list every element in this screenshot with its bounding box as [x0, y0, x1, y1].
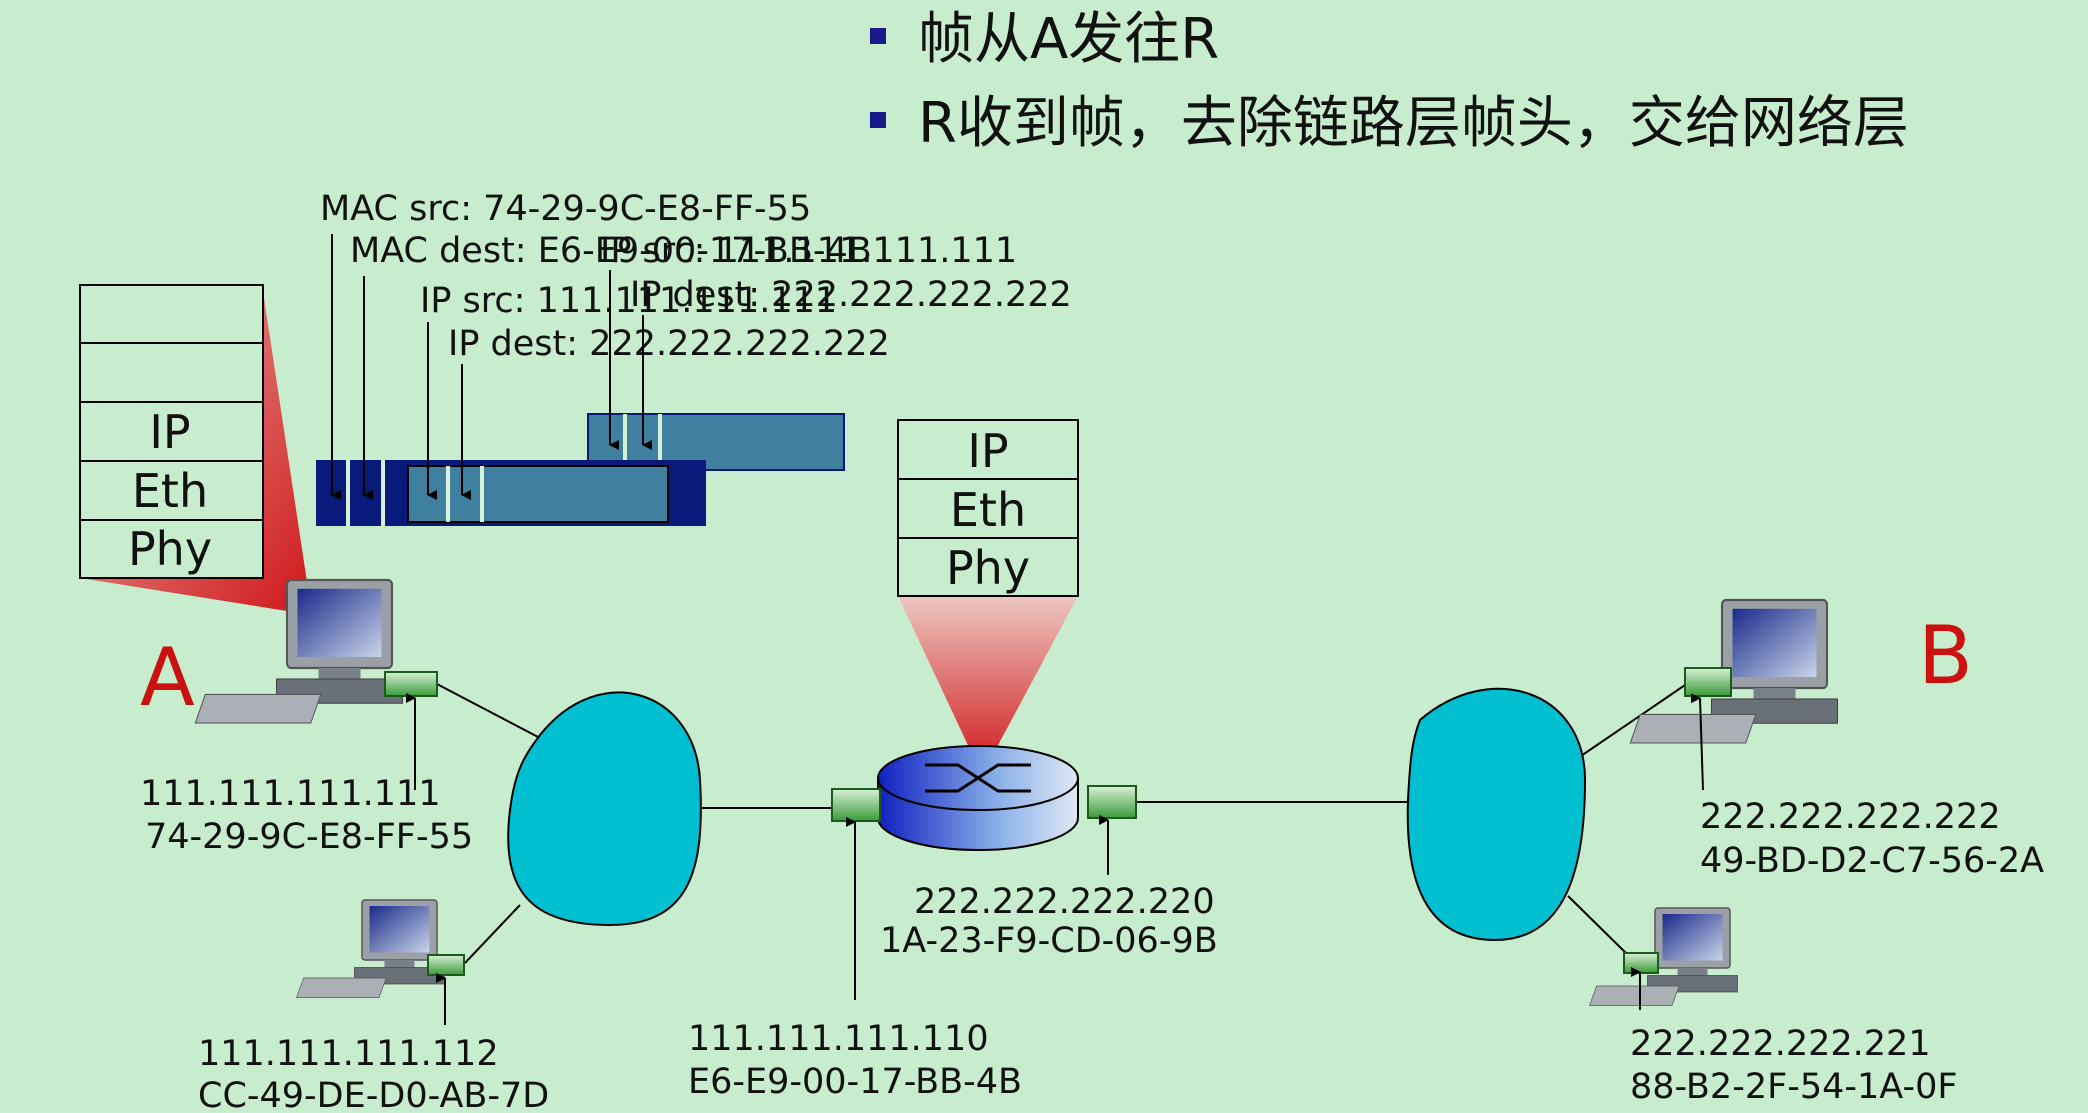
host-a-mac-label: 74-29-9C-E8-FF-55 [145, 817, 473, 857]
router-stack-layer-phy: Phy [946, 541, 1030, 595]
lan-cloud-left [507, 691, 702, 927]
router-left-mac-label: E6-E9-00-17-BB-4B [688, 1062, 1022, 1102]
datagram-ip-dest-label: IP dest: 222.222.222.222 [630, 275, 1072, 315]
bullet-list: 帧从A发往R R收到帧，去除链路层帧头，交给网络层 [870, 7, 1909, 156]
network-links [434, 682, 1689, 964]
frame-ip-src-label: IP src: 111.111.111.111 [420, 281, 837, 321]
router-icon [877, 745, 1079, 851]
host-a2-ip-label: 111.111.111.112 [198, 1034, 499, 1074]
host-b-computer-icon [1629, 598, 1839, 745]
router-stack-layer-ip: IP [967, 424, 1008, 478]
host-stack-layer-ip: IP [149, 405, 190, 459]
host-stack-layer-phy: Phy [128, 522, 212, 576]
bullet-text-1: 帧从A发往R [918, 7, 1219, 72]
host-b2-computer-icon [1588, 907, 1739, 1007]
frame-ip-dest-label: IP dest: 222.222.222.222 [448, 324, 890, 364]
lan-cloud-right [1406, 687, 1587, 942]
router-right-ip-label: 222.222.222.220 [914, 882, 1215, 922]
host-a-ip-label: 111.111.111.111 [140, 774, 441, 814]
frame-mac-dest-label: MAC dest: E6-E9-00-17-BB-4B [350, 231, 872, 271]
host-b-ip-label: 222.222.222.222 [1700, 797, 2001, 837]
bullet-text-2: R收到帧，去除链路层帧头，交给网络层 [918, 91, 1909, 156]
link-layer-frame [316, 234, 706, 526]
router-nic-right [1087, 785, 1137, 819]
bullet-marker [870, 28, 886, 44]
router-protocol-stack: IP Eth Phy [897, 419, 1079, 775]
router-left-ip-label: 111.111.111.110 [688, 1019, 989, 1059]
host-b-letter: B [1918, 609, 1973, 702]
address-arrows [406, 693, 1704, 1025]
host-a2-computer-icon [295, 899, 465, 999]
router-stack-funnel [898, 596, 1078, 775]
host-a-protocol-stack: IP Eth Phy [79, 284, 312, 615]
host-b-mac-label: 49-BD-D2-C7-56-2A [1700, 841, 2044, 881]
router-right-mac-label: 1A-23-F9-CD-06-9B [880, 921, 1218, 961]
bullet-marker [870, 112, 886, 128]
router-nic-left [831, 788, 881, 822]
host-b2-mac-label: 88-B2-2F-54-1A-0F [1630, 1067, 1958, 1107]
router-stack-layer-eth: Eth [950, 483, 1026, 537]
frame-mac-src-label: MAC src: 74-29-9C-E8-FF-55 [320, 189, 811, 229]
host-stack-layer-eth: Eth [132, 464, 208, 518]
host-a2-mac-label: CC-49-DE-D0-AB-7D [198, 1076, 549, 1113]
host-a-letter: A [140, 631, 195, 724]
datagram-ip-src-label: IP src: 111.111.111.111 [600, 231, 1017, 271]
host-b2-ip-label: 222.222.222.221 [1630, 1024, 1931, 1064]
